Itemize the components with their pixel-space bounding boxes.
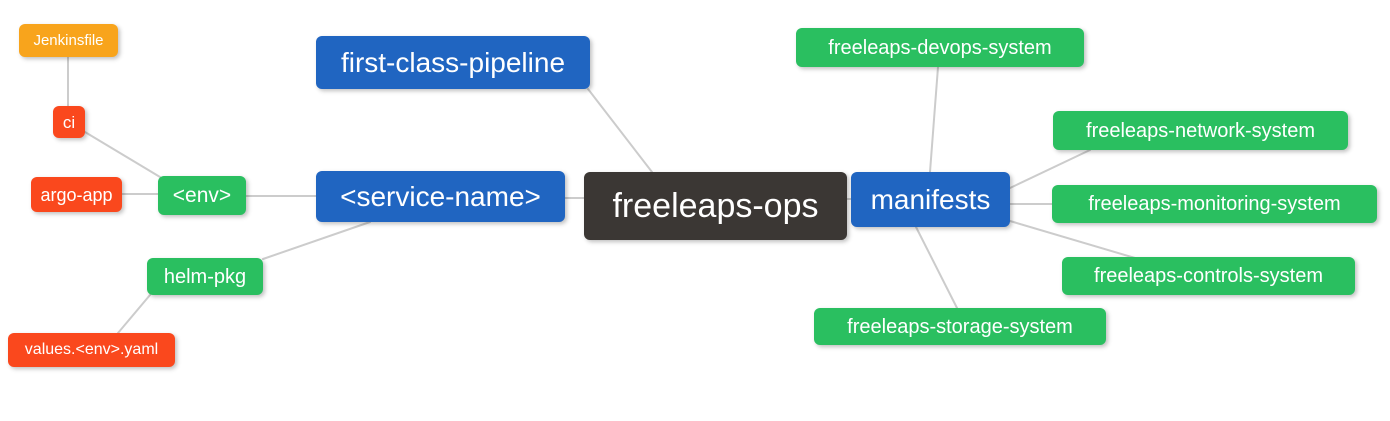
- edge-manifests-devops: [929, 66, 939, 173]
- edge-manifests-network: [1009, 149, 1091, 189]
- node-freeleaps-monitoring-system[interactable]: freeleaps-monitoring-system: [1052, 185, 1377, 223]
- edge-helm-pkg-values: [117, 294, 151, 334]
- edge-service-name-helm-pkg: [262, 221, 371, 260]
- edge-pipeline-ops: [587, 88, 653, 173]
- node-freeleaps-controls-system[interactable]: freeleaps-controls-system: [1062, 257, 1355, 295]
- node-service-name[interactable]: <service-name>: [316, 171, 565, 222]
- node-freeleaps-network-system[interactable]: freeleaps-network-system: [1053, 111, 1348, 150]
- node-jenkinsfile[interactable]: Jenkinsfile: [19, 24, 118, 57]
- node-argo-app[interactable]: argo-app: [31, 177, 122, 212]
- node-first-class-pipeline[interactable]: first-class-pipeline: [316, 36, 590, 89]
- edge-manifests-controls: [1009, 220, 1136, 259]
- edge-manifests-storage: [915, 226, 958, 309]
- node-ci[interactable]: ci: [53, 106, 85, 138]
- node-helm-pkg[interactable]: helm-pkg: [147, 258, 263, 295]
- node-values-env-yaml[interactable]: values.<env>.yaml: [8, 333, 175, 367]
- node-env[interactable]: <env>: [158, 176, 246, 215]
- node-freeleaps-storage-system[interactable]: freeleaps-storage-system: [814, 308, 1106, 345]
- edge-ci-env: [84, 131, 161, 178]
- node-manifests[interactable]: manifests: [851, 172, 1010, 227]
- node-freeleaps-ops[interactable]: freeleaps-ops: [584, 172, 847, 240]
- node-freeleaps-devops-system[interactable]: freeleaps-devops-system: [796, 28, 1084, 67]
